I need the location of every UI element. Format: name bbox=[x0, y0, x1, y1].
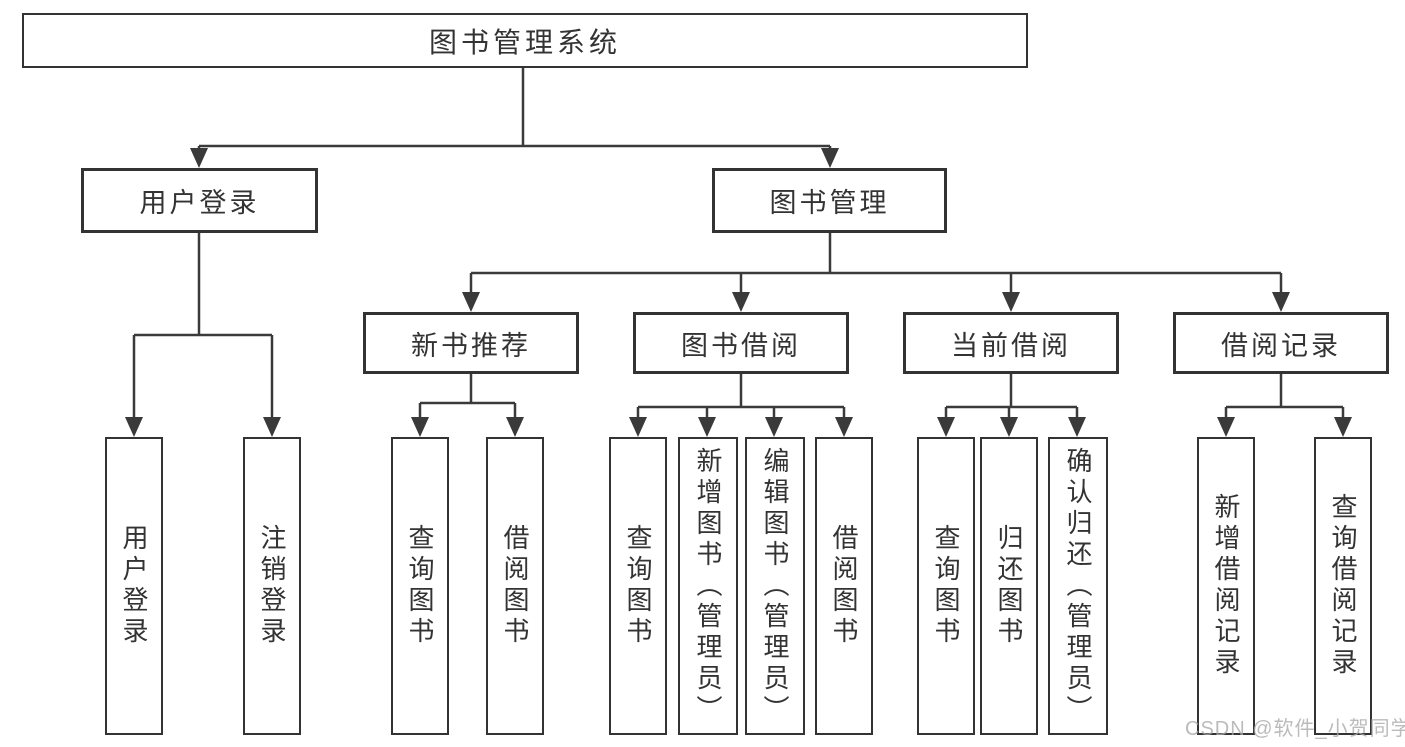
leaf-add-books-admin: 新增图书（管理员） bbox=[678, 437, 738, 735]
leaf-return-books: 归还图书 bbox=[980, 437, 1038, 735]
node-label: 查询图书 bbox=[405, 524, 435, 648]
node-user-login: 用户登录 bbox=[81, 168, 318, 233]
leaf-user-login: 用户登录 bbox=[105, 437, 163, 735]
node-label: 图书管理系统 bbox=[428, 26, 621, 58]
csdn-watermark: CSDN @软件_小贺同学 bbox=[1185, 718, 1405, 740]
node-label: 新书推荐 bbox=[411, 330, 531, 361]
node-borrow-records: 借阅记录 bbox=[1173, 312, 1389, 374]
node-label: 查询图书 bbox=[931, 524, 961, 648]
node-label: 用户登录 bbox=[119, 524, 149, 648]
node-label: 确认归还（管理员） bbox=[1063, 446, 1093, 726]
leaf-edit-books-admin: 编辑图书（管理员） bbox=[745, 437, 805, 735]
node-label: 编辑图书（管理员） bbox=[760, 446, 790, 726]
node-label: 查询借阅记录 bbox=[1328, 493, 1358, 679]
node-label: 新增图书（管理员） bbox=[693, 446, 723, 726]
leaf-query-books-borrowing: 查询图书 bbox=[609, 437, 667, 735]
node-book-borrowing: 图书借阅 bbox=[633, 312, 849, 374]
node-library-management-system: 图书管理系统 bbox=[22, 13, 1028, 68]
node-label: 当前借阅 bbox=[951, 330, 1071, 361]
leaf-query-books-recommend: 查询图书 bbox=[391, 437, 449, 735]
leaf-logout: 注销登录 bbox=[243, 437, 301, 735]
node-label: 用户登录 bbox=[139, 188, 260, 218]
leaf-add-borrow-record: 新增借阅记录 bbox=[1197, 437, 1255, 735]
leaf-borrow-books: 借阅图书 bbox=[815, 437, 873, 735]
node-label: 图书借阅 bbox=[681, 330, 801, 361]
leaf-query-borrow-record: 查询借阅记录 bbox=[1314, 437, 1372, 735]
node-current-borrowing: 当前借阅 bbox=[903, 312, 1119, 374]
leaf-borrow-books-recommend: 借阅图书 bbox=[486, 437, 544, 735]
node-label: 借阅图书 bbox=[829, 524, 859, 648]
node-label: 查询图书 bbox=[623, 524, 653, 648]
node-new-book-recommend: 新书推荐 bbox=[363, 312, 579, 374]
node-label: 借阅图书 bbox=[500, 524, 530, 648]
leaf-query-books-current: 查询图书 bbox=[917, 437, 975, 735]
node-book-management: 图书管理 bbox=[712, 168, 947, 233]
node-label: 图书管理 bbox=[769, 188, 890, 218]
leaf-confirm-return-admin: 确认归还（管理员） bbox=[1048, 437, 1108, 735]
node-label: 新增借阅记录 bbox=[1211, 493, 1241, 679]
node-label: 归还图书 bbox=[994, 524, 1024, 648]
node-label: 借阅记录 bbox=[1221, 330, 1341, 361]
node-label: 注销登录 bbox=[257, 524, 287, 648]
